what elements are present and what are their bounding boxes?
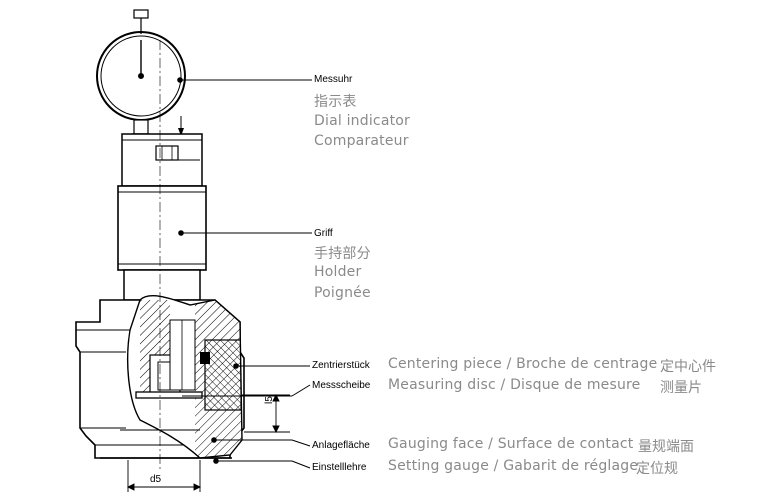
- callout-dial-de: Messuhr: [314, 74, 353, 85]
- callout-setting-zh: 定位规: [636, 461, 678, 477]
- callout-centering-de: Zentrierstück: [312, 360, 370, 371]
- callout-centering-zh: 定中心件: [660, 359, 716, 375]
- dial-indicator: [96, 9, 186, 135]
- callout-disc-zh: 测量片: [660, 380, 702, 396]
- callout-holder-fr: Poignée: [314, 285, 371, 301]
- callout-holder-zh: 手持部分: [314, 246, 371, 262]
- callout-disc-de: Messscheibe: [312, 380, 371, 391]
- holder-body: [117, 133, 207, 301]
- callout-dial-en: Dial indicator: [314, 113, 411, 129]
- callout-disc-text: Measuring disc / Disque de mesure: [388, 377, 641, 393]
- callout-holder-de: Griff: [314, 228, 333, 239]
- callout-holder-en: Holder: [314, 264, 362, 280]
- callout-setting-de: Einstelllehre: [312, 462, 367, 473]
- callout-dial-fr: Comparateur: [314, 133, 409, 149]
- callout-centering-text: Centering piece / Broche de centrage: [388, 356, 658, 372]
- callout-setting-text: Setting gauge / Gabarit de réglage: [388, 458, 639, 474]
- callout-face-de: Anlagefläche: [312, 440, 370, 451]
- dimension-d5: [126, 460, 202, 492]
- dimension-d5-label: d5: [150, 474, 162, 485]
- dimension-l5-label: l5: [264, 396, 275, 404]
- callout-face-text: Gauging face / Surface de contact: [388, 436, 634, 452]
- callout-dial-zh: 指示表: [314, 94, 357, 110]
- sectional-cutaway: [100, 295, 243, 459]
- measuring-direction-arrow: [178, 116, 184, 136]
- callout-face-zh: 量规端面: [638, 439, 694, 455]
- dimension-l5: [242, 393, 290, 434]
- leader-lines: [177, 77, 312, 469]
